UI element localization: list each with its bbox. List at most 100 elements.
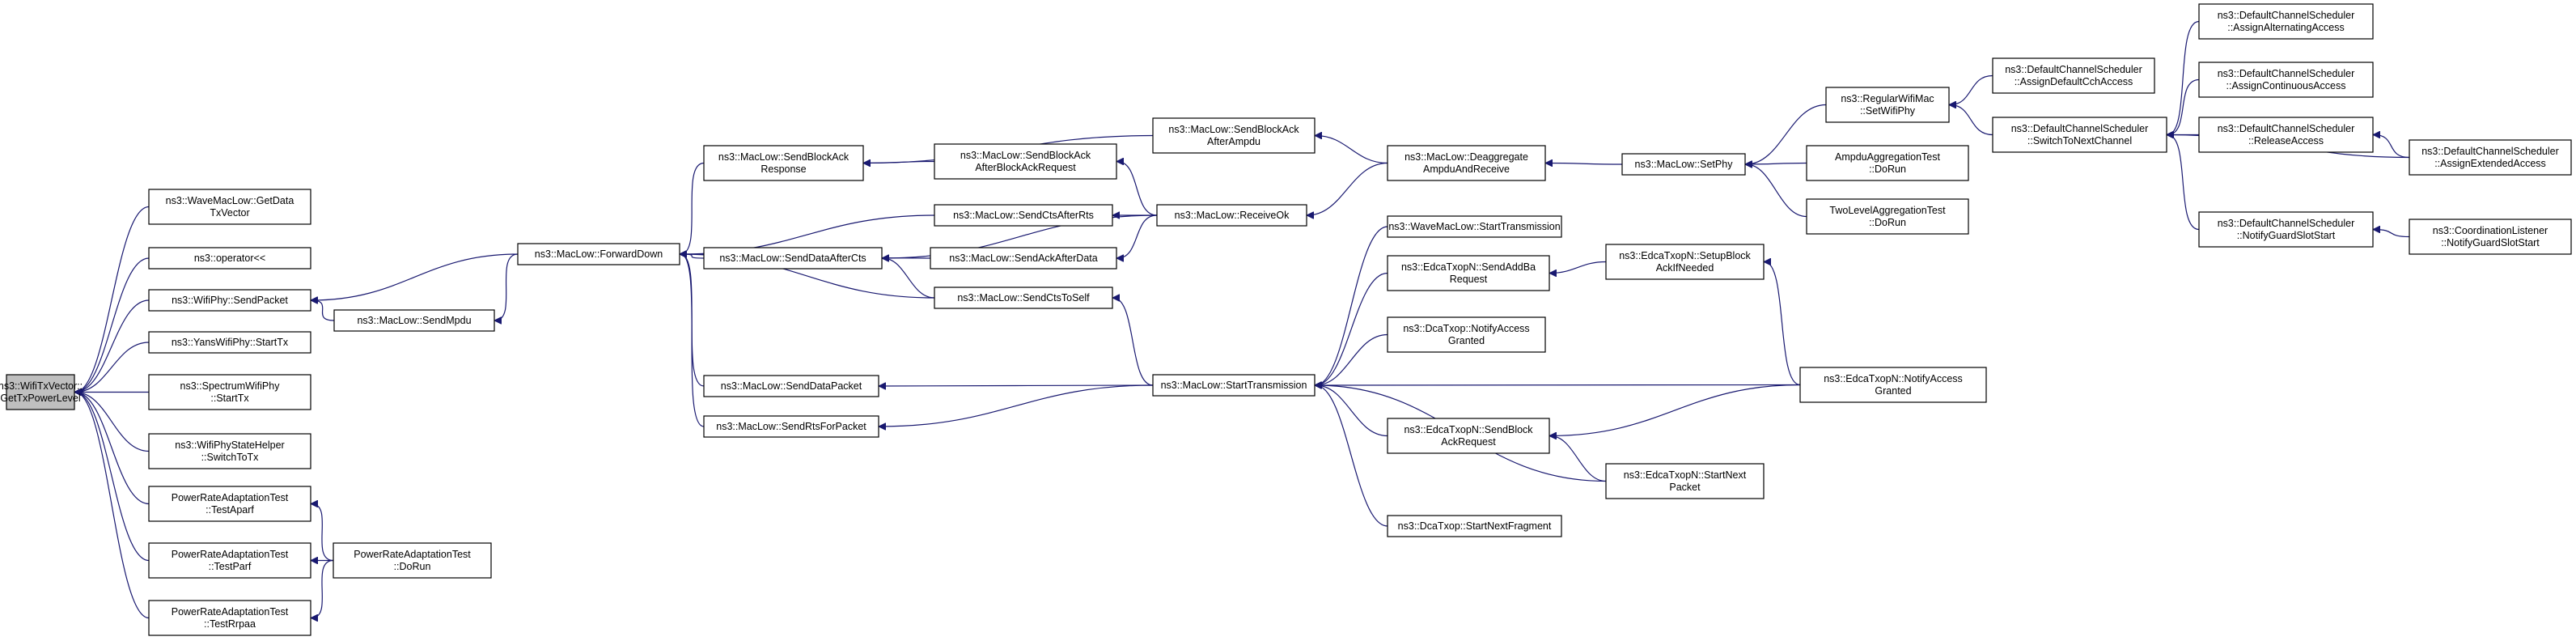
edge-n36-to-n23: [1316, 385, 1801, 386]
node-label-line: ::AssignContinuousAccess: [2226, 80, 2346, 91]
edge-n19-to-n12: [680, 254, 705, 427]
node-box: [2198, 62, 2374, 98]
node-twolevelaggregationtest-dorun[interactable]: TwoLevelAggregationTest::DoRun: [1806, 198, 1969, 235]
node-box: [148, 600, 311, 636]
node-box: [1806, 145, 1969, 181]
node-box: [1605, 244, 1765, 280]
node-label-line: ns3::MacLow::Deaggregate: [1405, 151, 1528, 163]
node-ns3-wifiphy-sendpacket[interactable]: ns3::WifiPhy::SendPacket: [148, 289, 311, 312]
node-ns3-defaultchannelscheduler-assigndefaultcchaccess[interactable]: ns3::DefaultChannelScheduler::AssignDefa…: [1992, 57, 2155, 94]
edge-n31-to-n26: [1550, 261, 1607, 274]
node-ns3-spectrumwifiphy-starttx[interactable]: ns3::SpectrumWifiPhy::StartTx: [148, 374, 311, 410]
node-label-line: ::TestRrpaa: [204, 618, 256, 630]
node-label-line: ns3::DcaTxop::NotifyAccess: [1403, 323, 1529, 334]
node-powerrateadaptationtest-testrrpaa[interactable]: PowerRateAdaptationTest::TestRrpaa: [148, 600, 311, 636]
node-ns3-defaultchannelscheduler-switchtonextchannel[interactable]: ns3::DefaultChannelScheduler::SwitchToNe…: [1992, 117, 2167, 153]
node-label-line: ns3::EdcaTxopN::NotifyAccess: [1824, 373, 1963, 384]
edge-n38-to-n33: [1950, 105, 1993, 136]
node-label-line: ::TestAparf: [205, 504, 254, 516]
node-box: [148, 542, 311, 579]
node-ns3-coordinationlistener-notifyguardslotstart[interactable]: ns3::CoordinationListener::NotifyGuardSl…: [2409, 219, 2572, 255]
node-label-line: ::DoRun: [1869, 163, 1906, 175]
node-box: [703, 375, 879, 397]
node-label-line: ns3::WaveMacLow::StartTransmission: [1388, 221, 1560, 232]
node-ns3-maclow-setphy[interactable]: ns3::MacLow::SetPhy: [1621, 153, 1746, 176]
node-label-line: ::ReleaseAccess: [2248, 135, 2324, 146]
node-label-line: PowerRateAdaptationTest: [172, 549, 289, 560]
node-ns3-maclow-receiveok[interactable]: ns3::MacLow::ReceiveOk: [1156, 204, 1307, 227]
node-ampduaggregationtest-dorun[interactable]: AmpduAggregationTest::DoRun: [1806, 145, 1969, 181]
edge-n35-to-n30: [1746, 164, 1807, 218]
node-powerrateadaptationtest-dorun[interactable]: PowerRateAdaptationTest::DoRun: [333, 542, 492, 579]
node-label-line: ns3::WifiPhy::SendPacket: [172, 295, 288, 306]
node-ns3-maclow-senddatapacket[interactable]: ns3::MacLow::SendDataPacket: [703, 375, 879, 397]
node-ns3-defaultchannelscheduler-assigncontinuousaccess[interactable]: ns3::DefaultChannelScheduler::AssignCont…: [2198, 62, 2374, 98]
edge-n34-to-n30: [1746, 163, 1807, 165]
node-box: [148, 189, 311, 225]
node-ns3-regularwifimac-setwifiphy[interactable]: ns3::RegularWifiMac::SetWifiPhy: [1825, 87, 1950, 123]
node-label-line: PowerRateAdaptationTest: [172, 606, 289, 618]
node-ns3-maclow-senddataaftercts[interactable]: ns3::MacLow::SendDataAfterCts: [703, 247, 883, 270]
node-label-line: AmpduAggregationTest: [1835, 151, 1940, 163]
node-ns3-defaultchannelscheduler-assignextendedaccess[interactable]: ns3::DefaultChannelScheduler::AssignExte…: [2409, 139, 2572, 176]
edge-n3-to-n0: [75, 299, 150, 393]
node-label-line: ::StartTx: [210, 393, 249, 404]
node-label-line: ns3::DefaultChannelScheduler: [2421, 146, 2559, 157]
node-label-line: ::DoRun: [394, 561, 431, 572]
node-ns3-wifitxvector-gettxpowerlevel[interactable]: ns3::WifiTxVector::GetTxPowerLevel: [0, 374, 83, 410]
node-powerrateadaptationtest-testparf[interactable]: PowerRateAdaptationTest::TestParf: [148, 542, 311, 579]
node-ns3-yanswifiphy-starttx[interactable]: ns3::YansWifiPhy::StartTx: [148, 331, 311, 354]
node-label-line: TwoLevelAggregationTest: [1829, 205, 1946, 216]
node-label-line: AfterBlockAckRequest: [975, 162, 1076, 173]
node-label-line: Granted: [1875, 385, 1911, 397]
node-box: [1387, 418, 1550, 454]
edge-n6-to-n0: [75, 393, 150, 452]
node-label-line: PowerRateAdaptationTest: [354, 549, 471, 560]
edge-n8-to-n0: [75, 393, 150, 562]
node-ns3-dcatxop-startnextfragment[interactable]: ns3::DcaTxop::StartNextFragment: [1387, 515, 1562, 537]
node-ns3-maclow-forwarddown[interactable]: ns3::MacLow::ForwardDown: [517, 243, 680, 265]
node-label-line: ::AssignAlternatingAccess: [2227, 22, 2345, 33]
node-label-line: ns3::MacLow::SendBlockAck: [960, 150, 1091, 161]
node-ns3-wifiphystatehelper-switchtotx[interactable]: ns3::WifiPhyStateHelper::SwitchToTx: [148, 433, 311, 469]
node-ns3-defaultchannelscheduler-notifyguardslotstart[interactable]: ns3::DefaultChannelScheduler::NotifyGuar…: [2198, 211, 2374, 248]
node-box: [2409, 219, 2572, 255]
node-ns3-maclow-starttransmission[interactable]: ns3::MacLow::StartTransmission: [1152, 374, 1316, 397]
node-ns3-defaultchannelscheduler-assignalternatingaccess[interactable]: ns3::DefaultChannelScheduler::AssignAlte…: [2198, 3, 2374, 40]
node-label-line: ns3::DefaultChannelScheduler: [2005, 64, 2142, 75]
node-ns3-operator[interactable]: ns3::operator<<: [148, 247, 311, 270]
node-ns3-wavemaclow-starttransmission[interactable]: ns3::WaveMacLow::StartTransmission: [1387, 215, 1562, 238]
node-label-line: ns3::MacLow::SetPhy: [1635, 159, 1734, 170]
node-ns3-maclow-sendackafterdata[interactable]: ns3::MacLow::SendAckAfterData: [930, 247, 1117, 270]
node-ns3-maclow-sendrtsforpacket[interactable]: ns3::MacLow::SendRtsForPacket: [703, 415, 879, 438]
edge-n30-to-n24: [1546, 163, 1623, 165]
node-box: [1387, 255, 1550, 291]
node-box: [934, 143, 1117, 180]
edge-n17-to-n16: [883, 258, 935, 299]
node-label-line: ns3::MacLow::SendBlockAck: [1168, 124, 1299, 135]
edge-n1-to-n0: [75, 206, 150, 393]
node-ns3-maclow-sendctstoself[interactable]: ns3::MacLow::SendCtsToSelf: [934, 287, 1113, 309]
node-label-line: ns3::MacLow::SendRtsForPacket: [716, 421, 866, 432]
node-label-line: ns3::operator<<: [194, 253, 265, 264]
node-label-line: ::NotifyGuardSlotStart: [2237, 230, 2336, 241]
node-box: [148, 247, 311, 270]
node-label-line: ns3::MacLow::SendBlockAck: [718, 151, 849, 163]
node-box: [6, 374, 75, 410]
node-ns3-defaultchannelscheduler-releaseaccess[interactable]: ns3::DefaultChannelScheduler::ReleaseAcc…: [2198, 117, 2374, 153]
node-ns3-maclow-sendmpdu[interactable]: ns3::MacLow::SendMpdu: [333, 309, 495, 332]
node-powerrateadaptationtest-testaparf[interactable]: PowerRateAdaptationTest::TestAparf: [148, 486, 311, 522]
node-ns3-maclow-sendblockack-afterblockackrequest[interactable]: ns3::MacLow::SendBlockAckAfterBlockAckRe…: [934, 143, 1117, 180]
node-ns3-maclow-sendctsafterrts[interactable]: ns3::MacLow::SendCtsAfterRts: [934, 204, 1113, 227]
